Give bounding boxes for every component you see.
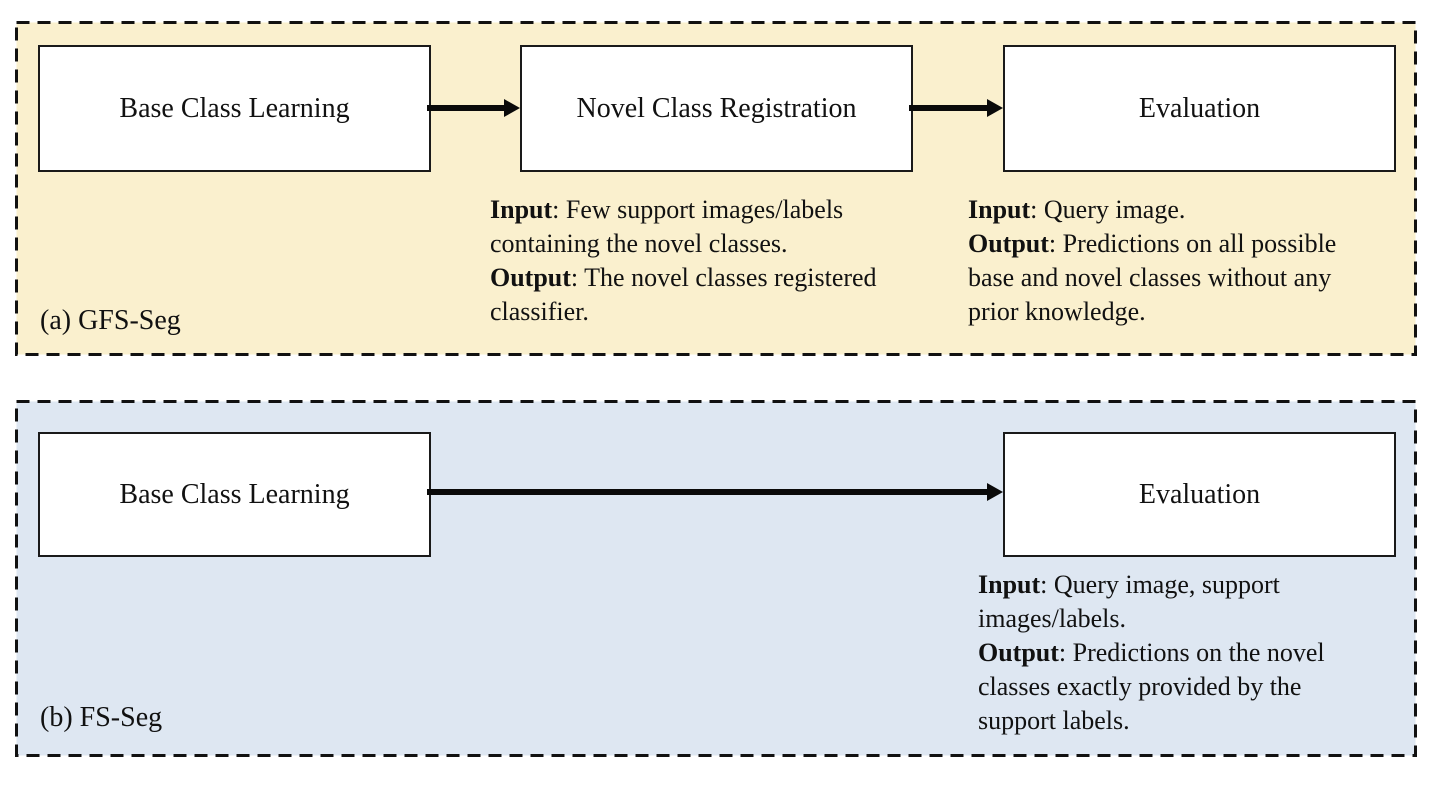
note-registration-io: Input: Few support images/labels contain… [490, 195, 877, 326]
node-base-class-learning-b: Base Class Learning [38, 432, 431, 557]
panel-caption-gfs-seg: (a) GFS-Seg [40, 305, 181, 336]
panel-fs-seg: Base Class Learning Evaluation Input: Qu… [15, 400, 1417, 757]
arrow-shaft [427, 489, 987, 495]
node-label: Novel Class Registration [576, 92, 857, 124]
arrow-right-icon [987, 483, 1003, 501]
arrow-connector-a1 [427, 99, 520, 117]
arrow-connector-a2 [909, 99, 1003, 117]
arrow-right-icon [987, 99, 1003, 117]
node-label: Base Class Learning [119, 92, 350, 124]
node-base-class-learning-a: Base Class Learning [38, 45, 431, 172]
note-evaluation-io-a: Input: Query image. Output: Predictions … [968, 195, 1337, 326]
panel-caption-fs-seg: (b) FS-Seg [40, 702, 163, 733]
node-label: Evaluation [1138, 478, 1261, 510]
note-evaluation-io-b: Input: Query image, support images/label… [978, 570, 1325, 735]
node-label: Evaluation [1138, 92, 1261, 124]
node-novel-class-registration: Novel Class Registration [520, 45, 913, 172]
node-evaluation-b: Evaluation [1003, 432, 1396, 557]
node-evaluation-a: Evaluation [1003, 45, 1396, 172]
panel-gfs-seg: Base Class Learning Novel Class Registra… [15, 21, 1417, 356]
arrow-right-icon [504, 99, 520, 117]
node-label: Base Class Learning [119, 478, 350, 510]
arrow-shaft [427, 105, 504, 111]
arrow-shaft [909, 105, 987, 111]
arrow-connector-b [427, 483, 1003, 501]
